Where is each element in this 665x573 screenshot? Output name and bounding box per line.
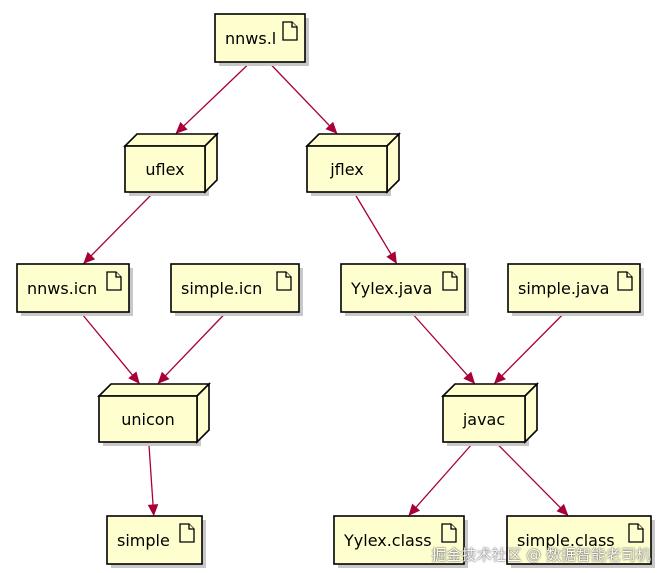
edge-javac-to-simple-class [494, 441, 569, 516]
edge-nnws-l-to-jflex [269, 63, 338, 134]
node-label: simple.java [518, 279, 609, 298]
arrowhead [463, 371, 476, 384]
arrowhead [175, 121, 188, 134]
edge-yylex-java-to-javac [412, 313, 476, 384]
node-nnws-icn: nnws.icn [16, 263, 133, 316]
node-javac: javac [441, 382, 539, 446]
node-uflex: uflex [123, 132, 219, 196]
node-unicon: unicon [97, 382, 211, 446]
edge-unicon-to-simple [147, 441, 159, 517]
node-simple-class: simple.class [506, 515, 655, 568]
node-simple-java: simple.java [507, 263, 644, 316]
document-icon [442, 271, 458, 291]
arrowhead [83, 251, 96, 264]
node-nnws-l: nnws.l [214, 13, 309, 66]
arrowhead [325, 121, 338, 134]
node-label: javac [462, 410, 505, 429]
edge-nnws-l-to-uflex [175, 63, 250, 134]
node-simple: simple [106, 515, 206, 568]
document-icon [276, 271, 292, 291]
node-label: simple.icn [181, 279, 262, 298]
edge-jflex-to-yylex-java [353, 191, 397, 265]
document-icon [282, 21, 298, 41]
node-yylex-java: Yylex.java [340, 263, 469, 316]
node-jflex: jflex [305, 132, 401, 196]
arrowhead [408, 503, 421, 516]
arrowhead [556, 503, 569, 516]
document-icon [441, 523, 457, 543]
arrowhead [147, 504, 159, 517]
edge-javac-to-yylex-class [408, 441, 475, 516]
edge-uflex-to-nnws-icn [83, 191, 155, 264]
node-label: uflex [145, 160, 184, 179]
node-label: nnws.l [225, 29, 276, 48]
node-simple-icn: simple.icn [170, 263, 303, 316]
node-yylex-class: Yylex.class [333, 515, 468, 568]
document-icon [617, 271, 633, 291]
document-icon [179, 523, 195, 543]
node-label: unicon [121, 410, 174, 429]
arrowhead [157, 371, 170, 384]
node-label: simple [117, 531, 170, 550]
node-label: Yylex.java [350, 279, 432, 298]
edge-nnws-icn-to-unicon [81, 313, 140, 384]
arrowhead [386, 251, 397, 265]
edge-simple-java-to-javac [493, 313, 564, 384]
node-label: Yylex.class [343, 531, 432, 550]
node-label: nnws.icn [27, 279, 97, 298]
node-label: simple.class [517, 531, 615, 550]
arrowhead [128, 371, 140, 384]
node-label: jflex [329, 160, 364, 179]
document-icon [106, 271, 122, 291]
edge-simple-icn-to-unicon [157, 313, 226, 384]
arrowhead [493, 371, 506, 384]
document-icon [628, 523, 644, 543]
